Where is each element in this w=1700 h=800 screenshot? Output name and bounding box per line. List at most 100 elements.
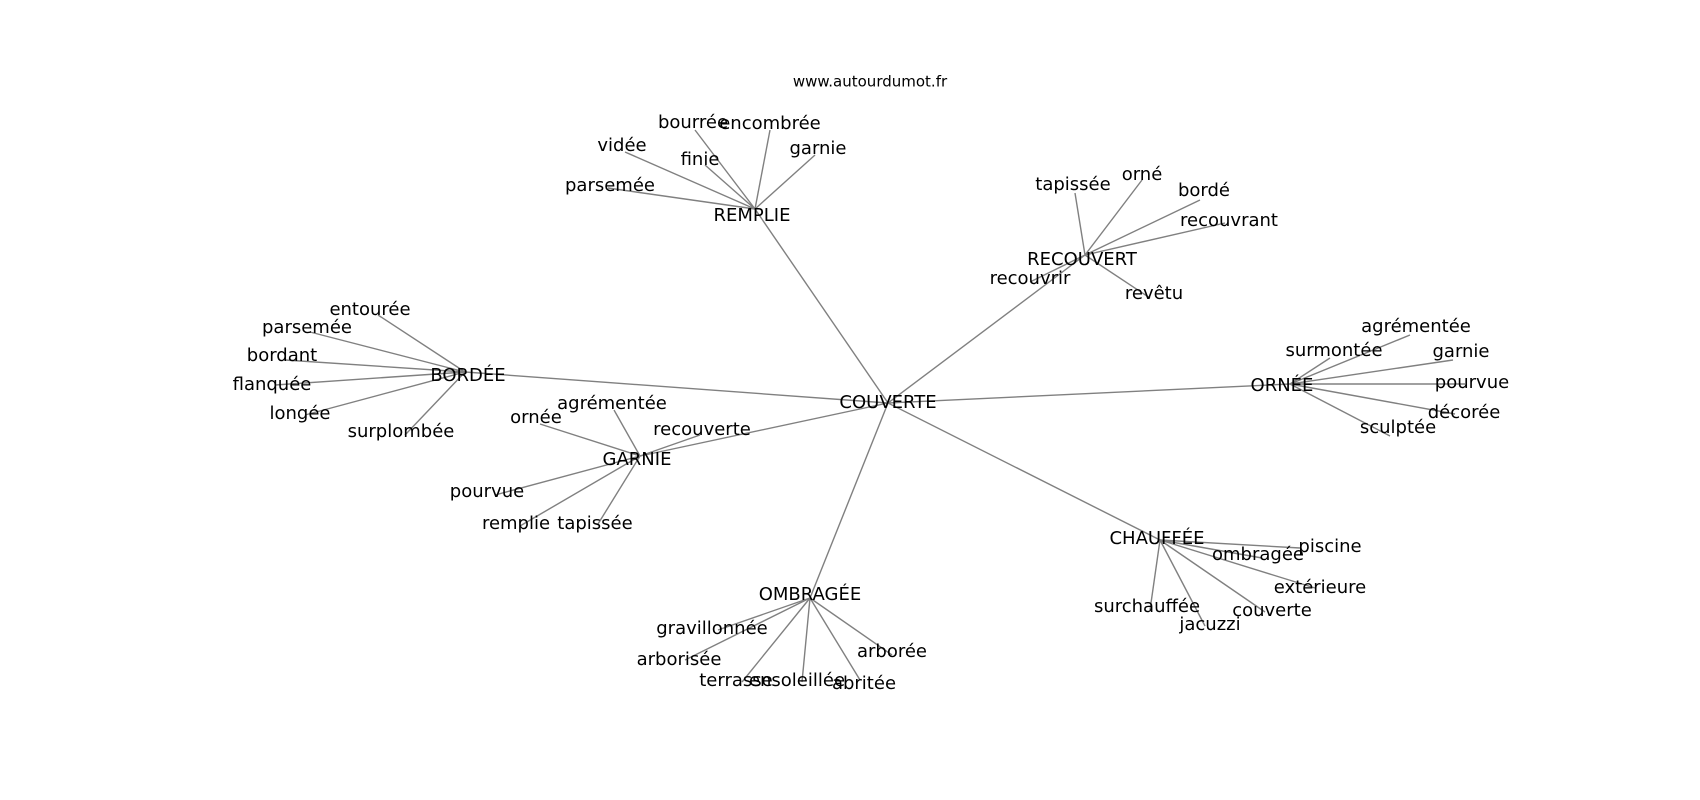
edge-recouvert-4	[1029, 254, 1086, 283]
leaf-node-recouvert-5: revêtu	[1125, 283, 1183, 304]
cluster-node-chauffee: CHAUFFÉE	[1109, 527, 1204, 549]
leaf-node-remplie-2: vidée	[597, 135, 646, 156]
leaf-node-ombragee-1: arborisée	[637, 649, 722, 670]
leaf-node-ornee-0: agrémentée	[1361, 316, 1471, 337]
root-node-label: COUVERTE	[839, 392, 936, 413]
edge-garnie-2	[639, 434, 701, 457]
leaf-node-ombragee-0: gravillonnée	[656, 618, 768, 639]
edge-bordee-4	[304, 371, 466, 416]
edge-remplie-1	[754, 129, 771, 210]
leaf-node-chauffee-1: ombragée	[1212, 544, 1304, 565]
graph-labels: www.autourdumot.fr COUVERTE REMPLIE bourré…	[233, 73, 1510, 695]
leaf-node-recouvert-3: recouvrant	[1180, 210, 1278, 231]
edge-bordee-2	[284, 359, 466, 373]
leaf-node-chauffee-5: jacuzzi	[1178, 614, 1240, 635]
edge-ornee-1	[1289, 357, 1331, 385]
leaf-node-ombragee-5: abritée	[832, 673, 896, 694]
leaf-node-bordee-5: surplombée	[348, 421, 455, 442]
leaf-node-bordee-4: longée	[270, 403, 331, 424]
edge-root-ornee	[887, 383, 1291, 404]
edge-bordee-1	[309, 331, 466, 373]
edge-garnie-5	[597, 455, 641, 525]
edge-ornee-5	[1289, 383, 1391, 437]
edge-root-remplie	[754, 208, 889, 404]
edge-remplie-5	[607, 187, 756, 210]
cluster-node-garnie: GARNIE	[603, 449, 672, 470]
leaf-node-remplie-0: bourrée	[658, 112, 728, 133]
cluster-node-recouvert: RECOUVERT	[1027, 249, 1138, 270]
edge-remplie-2	[624, 151, 756, 210]
leaf-node-ornee-2: garnie	[1432, 341, 1489, 362]
leaf-node-ombragee-4: ensoleillée	[749, 670, 845, 691]
edge-garnie-0	[613, 409, 641, 457]
edge-root-recouvert	[887, 254, 1086, 404]
edge-chauffee-1	[1159, 539, 1263, 559]
leaf-node-ornee-3: pourvue	[1435, 372, 1509, 393]
leaf-node-ombragee-3: terrasse	[699, 670, 772, 691]
leaf-node-bordee-2: bordant	[247, 345, 317, 366]
cluster-node-bordee: BORDÉE	[430, 364, 505, 386]
leaf-node-remplie-5: parsemée	[565, 175, 655, 196]
edge-garnie-3	[494, 455, 641, 496]
leaf-node-ornee-5: sculptée	[1360, 417, 1436, 438]
cluster-node-ombragee: OMBRAGÉE	[759, 583, 862, 605]
edge-ombragee-0	[717, 597, 811, 631]
leaf-node-ornee-4: décorée	[1428, 402, 1501, 423]
leaf-node-bordee-3: flanquée	[233, 374, 312, 395]
edge-root-garnie	[639, 402, 889, 457]
edge-bordee-0	[377, 314, 466, 373]
leaf-node-garnie-5: tapissée	[557, 513, 632, 534]
leaf-node-ornee-1: surmontée	[1285, 340, 1382, 361]
edge-ornee-2	[1289, 359, 1454, 385]
leaf-node-bordee-1: parsemée	[262, 317, 352, 338]
edge-chauffee-4	[1159, 539, 1266, 613]
edge-ombragee-1	[684, 597, 811, 661]
leaf-node-chauffee-4: couverte	[1232, 600, 1312, 621]
edge-ombragee-2	[809, 597, 893, 656]
edge-ornee-4	[1289, 383, 1456, 415]
leaf-node-recouvert-2: bordé	[1178, 180, 1230, 201]
leaf-node-chauffee-0: piscine	[1298, 536, 1361, 557]
graph-edges	[274, 129, 1465, 683]
cluster-node-ornee: ORNÉE	[1251, 374, 1314, 396]
edge-ombragee-4	[801, 597, 811, 683]
edge-recouvert-3	[1084, 222, 1226, 256]
leaf-node-remplie-1: encombrée	[719, 113, 821, 134]
edge-recouvert-2	[1084, 199, 1201, 256]
leaf-node-ombragee-2: arborée	[857, 641, 927, 662]
edge-chauffee-3	[1149, 539, 1161, 611]
leaf-node-garnie-0: agrémentée	[557, 393, 667, 414]
edge-garnie-1	[539, 423, 641, 457]
edge-root-bordee	[464, 371, 889, 404]
edge-garnie-4	[519, 455, 641, 527]
leaf-node-remplie-3: finie	[681, 149, 720, 170]
leaf-node-garnie-2: recouverte	[653, 419, 751, 440]
leaf-node-bordee-0: entourée	[329, 299, 410, 320]
edge-remplie-0	[694, 129, 756, 210]
edge-chauffee-0	[1159, 539, 1301, 549]
edge-ombragee-3	[741, 597, 811, 683]
edge-chauffee-5	[1159, 539, 1206, 627]
leaf-node-chauffee-2: extérieure	[1274, 577, 1367, 598]
leaf-node-garnie-1: ornée	[510, 407, 562, 428]
edge-remplie-4	[754, 154, 816, 210]
edge-ombragee-5	[809, 597, 861, 681]
edge-ornee-0	[1289, 334, 1411, 385]
edge-remplie-3	[704, 164, 756, 210]
leaf-node-recouvert-1: orné	[1122, 164, 1163, 185]
source-label: www.autourdumot.fr	[793, 73, 948, 91]
edge-bordee-3	[274, 371, 466, 386]
edge-root-ombragee	[809, 402, 889, 599]
leaf-node-garnie-3: pourvue	[450, 481, 524, 502]
leaf-node-recouvert-4: recouvrir	[990, 268, 1071, 289]
leaf-node-recouvert-0: tapissée	[1035, 174, 1110, 195]
cluster-node-remplie: REMPLIE	[714, 205, 791, 226]
edge-chauffee-2	[1159, 539, 1316, 589]
leaf-node-chauffee-3: surchauffée	[1094, 596, 1200, 617]
edge-root-chauffee	[887, 402, 1161, 541]
edge-recouvert-5	[1084, 254, 1151, 299]
leaf-node-garnie-4: remplie	[482, 513, 550, 534]
edge-recouvert-0	[1074, 192, 1086, 256]
edge-recouvert-1	[1084, 179, 1143, 256]
